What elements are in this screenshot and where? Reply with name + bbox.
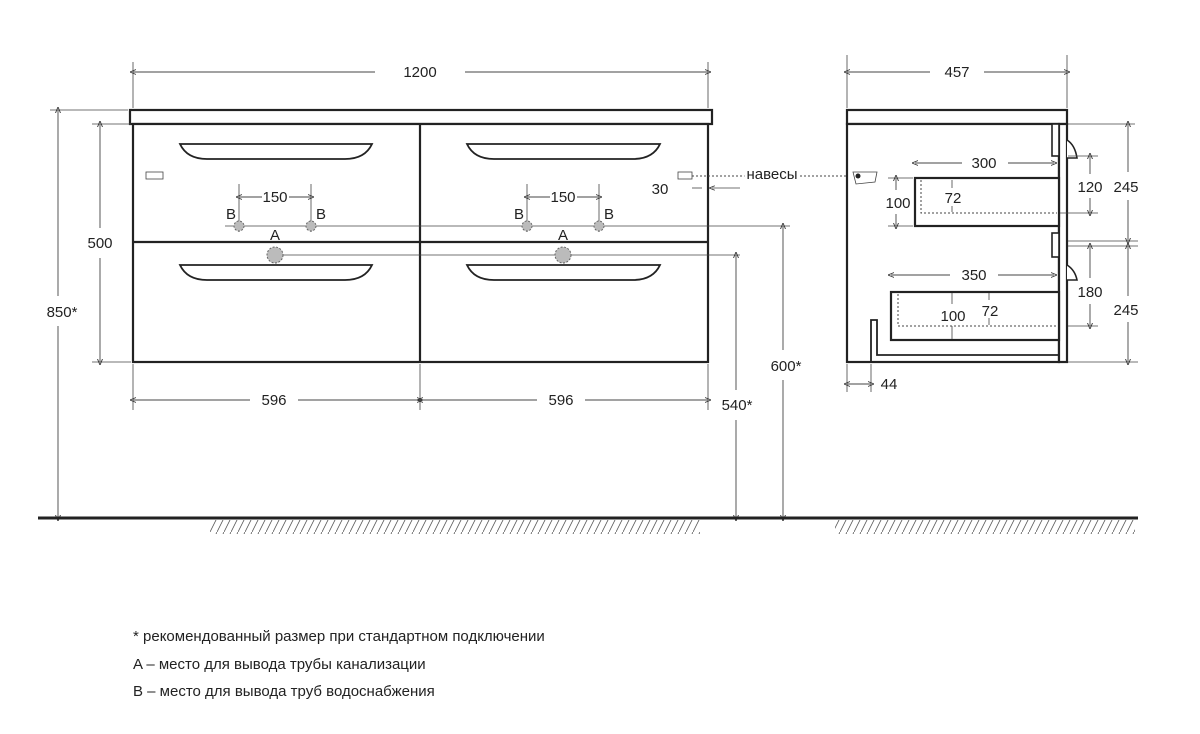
dim-depth: 457 bbox=[944, 64, 969, 81]
floor-hatch bbox=[210, 520, 700, 534]
label-b: B bbox=[226, 206, 236, 223]
label-b: B bbox=[514, 206, 524, 223]
dim-plinth-offset: 44 bbox=[881, 376, 898, 393]
dim-lower-front: 245 bbox=[1113, 302, 1138, 319]
dim-lower-height: 100 bbox=[940, 308, 965, 325]
countertop-side bbox=[845, 108, 1069, 126]
drawer-handle bbox=[465, 264, 662, 281]
hanger-mark bbox=[145, 171, 164, 180]
drawer-handle bbox=[178, 143, 374, 160]
dim-hanger-offset: 30 bbox=[652, 181, 669, 198]
label-a: A bbox=[270, 227, 280, 244]
water-outlet-b bbox=[305, 220, 317, 232]
dim-upper-inner: 72 bbox=[945, 190, 962, 207]
dim-body-height: 500 bbox=[87, 235, 112, 252]
hanger-label: навесы bbox=[746, 166, 797, 183]
dim-lower-clearance: 180 bbox=[1077, 284, 1102, 301]
label-b: B bbox=[604, 206, 614, 223]
dim-upper-clearance: 120 bbox=[1077, 179, 1102, 196]
dim-lower-inner: 72 bbox=[982, 303, 999, 320]
front-panel bbox=[1057, 122, 1069, 364]
water-outlet-b bbox=[233, 220, 245, 232]
water-outlet-b bbox=[593, 220, 605, 232]
drawer-handle bbox=[178, 264, 374, 281]
dim-module: 596 bbox=[548, 392, 573, 409]
hanger-bolt-icon bbox=[855, 173, 861, 179]
dim-b-height: 600* bbox=[771, 358, 802, 375]
dim-150: 150 bbox=[550, 189, 575, 206]
label-a: A bbox=[558, 227, 568, 244]
side-view: 300 100 72 120 245 350 100 72 180 245 44… bbox=[847, 55, 1139, 393]
dim-150: 150 bbox=[262, 189, 287, 206]
dim-a-height: 540* bbox=[722, 397, 753, 414]
dim-lower-length: 350 bbox=[961, 267, 986, 284]
dim-module: 596 bbox=[261, 392, 286, 409]
dim-upper-front: 245 bbox=[1113, 179, 1138, 196]
upper-drawer bbox=[913, 176, 1061, 228]
drain-outlet-a bbox=[266, 246, 284, 264]
legend-note-b: B – место для вывода труб водоснабжения bbox=[133, 683, 435, 700]
dim-upper-length: 300 bbox=[971, 155, 996, 172]
water-outlet-b bbox=[521, 220, 533, 232]
dim-total-height: 850* bbox=[47, 304, 78, 321]
floor-hatch bbox=[835, 520, 1135, 534]
countertop bbox=[128, 108, 714, 126]
drawer-handle bbox=[465, 143, 662, 160]
dim-upper-height: 100 bbox=[885, 195, 910, 212]
drain-outlet-a bbox=[554, 246, 572, 264]
lower-drawer bbox=[889, 290, 1061, 342]
label-b: B bbox=[316, 206, 326, 223]
hanger-bracket-icon bbox=[852, 171, 878, 185]
legend-note-a: A – место для вывода трубы канализации bbox=[133, 656, 426, 673]
dim-width: 1200 bbox=[403, 64, 436, 81]
front-view: B B B B A A 150 150 1200 500 850* 596 59… bbox=[47, 62, 855, 518]
legend-note-recommended: * рекомендованный размер при стандартном… bbox=[133, 628, 545, 645]
plinth-recess bbox=[870, 319, 1059, 362]
